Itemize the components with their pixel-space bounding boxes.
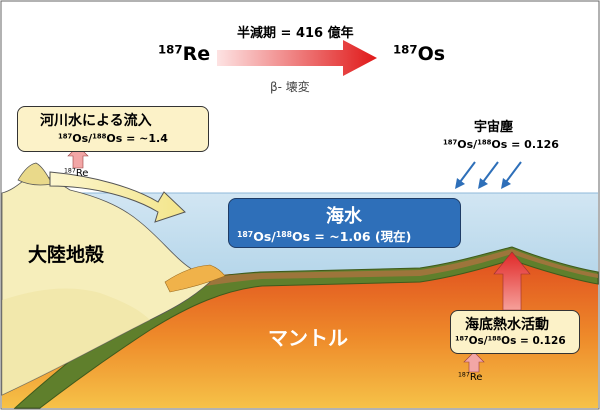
river-input-arrow: [49, 171, 186, 223]
seawater-ratio: 187Os/188Os = ~1.06 (現在): [237, 229, 412, 244]
continental-crust-label: 大陸地殻: [28, 244, 105, 266]
decay-process-label: β- 壊変: [270, 80, 310, 94]
cosmic-dust-title: 宇宙塵: [474, 120, 514, 135]
hydrothermal-box: 海底熱水活動 187Os/188Os = 0.126: [450, 310, 580, 354]
daughter-isotope: 187Os: [393, 42, 446, 65]
hydrothermal-source-label: 187Re: [458, 371, 483, 383]
river-source-label: 187Re: [64, 167, 89, 179]
river-input-ratio: 187Os/188Os = ~1.4: [58, 132, 168, 145]
decay-arrow: [217, 40, 377, 76]
hydrothermal-title: 海底熱水活動: [465, 317, 549, 333]
cosmic-dust-ratio: 187Os/188Os = 0.126: [443, 138, 559, 151]
vent-source-arrow: [463, 351, 485, 373]
half-life-label: 半減期 = 416 億年: [237, 26, 354, 41]
seawater-title: 海水: [326, 206, 362, 227]
cosmic-dust-arrows: [455, 161, 522, 189]
vent-arrow: [493, 251, 531, 311]
seawater-box: 海水 187Os/188Os = ~1.06 (現在): [228, 198, 461, 248]
mantle-label: マントル: [268, 326, 348, 350]
river-input-box: 河川水による流入 187Os/188Os = ~1.4: [17, 106, 209, 152]
river-input-title: 河川水による流入: [40, 113, 152, 129]
hydrothermal-ratio: 187Os/188Os = 0.126: [455, 334, 566, 347]
sediment-wedge: [164, 264, 226, 293]
parent-isotope: 187Re: [158, 42, 211, 65]
